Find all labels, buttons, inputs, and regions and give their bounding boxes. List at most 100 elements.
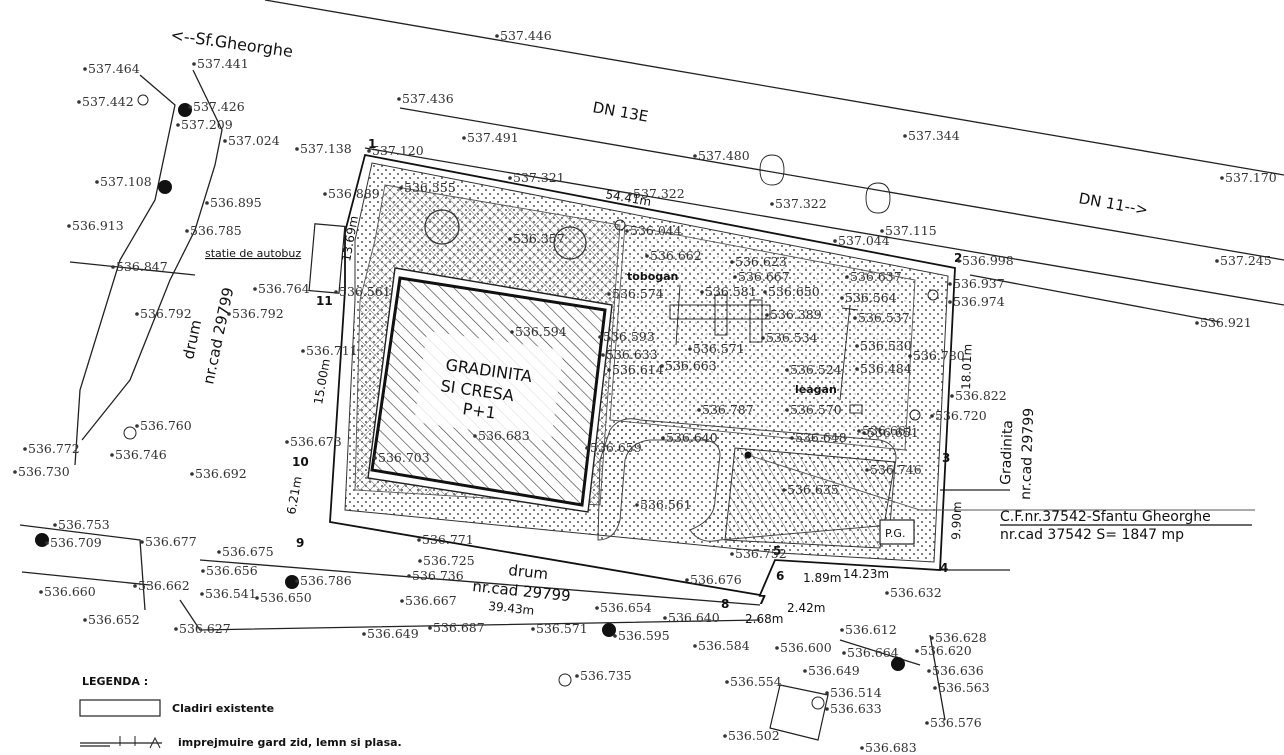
elevation-dot: [140, 540, 144, 544]
elevation-label: 536.524: [790, 362, 842, 377]
elevation-label: 536.771: [422, 532, 474, 547]
elevation-dot: [785, 368, 789, 372]
elevation-dot: [880, 229, 884, 233]
dim-15: 15.00m: [311, 358, 333, 406]
elevation-label: 536.654: [600, 600, 652, 615]
elevation-label: 537.436: [402, 91, 454, 106]
elevation-dot: [362, 632, 366, 636]
vertex-7: 7: [758, 593, 766, 607]
elevation-dot: [407, 574, 411, 578]
elevation-dot: [607, 292, 611, 296]
elevation-label: 536.563: [938, 680, 990, 695]
elevation-label: 536.760: [140, 418, 192, 433]
label-gradinita-right-1: Gradinita: [998, 420, 1016, 485]
elevation-label: 536.662: [650, 248, 702, 263]
dimension-labels: 54.41m 13.69m 15.00m 6.21m 39.43m 18.01m…: [284, 187, 974, 626]
elevation-dot: [53, 523, 57, 527]
elevation-label: 536.554: [730, 674, 782, 689]
elevation-label: 537.321: [513, 170, 565, 185]
elevation-dot: [285, 440, 289, 444]
elevation-label: 537.446: [500, 28, 552, 43]
elevation-label: 536.937: [953, 276, 1005, 291]
elevation-dot: [948, 300, 952, 304]
elevation-dot: [957, 259, 961, 263]
vertex-4: 4: [940, 561, 948, 575]
elevation-label: 536.355: [404, 180, 456, 195]
elevation-dot: [217, 550, 221, 554]
elevation-dot: [473, 434, 477, 438]
elevation-dot: [95, 180, 99, 184]
elevation-label: 536.974: [953, 294, 1005, 309]
elevation-label: 536.594: [515, 324, 567, 339]
bus-stop-shelter: [308, 223, 346, 294]
dim-9: 9.90m: [949, 501, 964, 540]
elevation-label: 537.245: [1220, 253, 1272, 268]
elevation-dot: [190, 472, 194, 476]
elevation-label: 536.635: [787, 482, 839, 497]
elevation-dot: [223, 139, 227, 143]
elevation-label: 537.120: [372, 143, 424, 158]
elevation-dot: [585, 446, 589, 450]
elevation-dot: [840, 628, 844, 632]
elevation-label: 537.464: [88, 61, 140, 76]
elevation-dot: [865, 468, 869, 472]
parking-area: [724, 447, 896, 549]
elevation-dot: [700, 290, 704, 294]
elevation-dot: [693, 154, 697, 158]
elevation-dot: [790, 436, 794, 440]
elevation-dot: [765, 313, 769, 317]
elevation-dot: [255, 596, 259, 600]
playground-equipment: [669, 284, 863, 414]
elevation-label: 537.138: [300, 141, 352, 156]
elevation-dot: [373, 456, 377, 460]
elevation-dot: [295, 579, 299, 583]
elevation-label: 536.667: [405, 593, 457, 608]
elevation-dot: [925, 721, 929, 725]
elevation-dot: [927, 669, 931, 673]
elevation-label: 536.656: [206, 563, 258, 578]
pg-box: [879, 519, 915, 545]
dim-6: 6.21m: [284, 475, 304, 515]
elevation-label: 536.921: [1200, 315, 1252, 330]
elevation-label: 536.746: [870, 462, 922, 477]
elevation-label: 537.441: [197, 56, 249, 71]
elevation-dot: [885, 591, 889, 595]
elevation-dot: [83, 618, 87, 622]
parcel-boundary: [329, 153, 956, 597]
elevation-dot: [840, 296, 844, 300]
label-dn11: DN 11-->: [1077, 189, 1149, 219]
parcel-label: C.F.nr.37542-Sfantu Gheorghe nr.cad 3754…: [1000, 509, 1252, 543]
elevation-dot: [201, 569, 205, 573]
elevation-label: 536.735: [580, 668, 632, 683]
elevation-label: 536.753: [58, 517, 110, 532]
label-gradinita-right-2: nr.cad 29799: [1018, 408, 1037, 500]
label-drum-bottom-1: drum: [508, 561, 549, 583]
elevation-dot: [174, 627, 178, 631]
elevation-dot: [598, 335, 602, 339]
elevation-dot: [855, 344, 859, 348]
elevation-dot: [933, 686, 937, 690]
shrub-symbols: [759, 154, 891, 214]
elevation-label: 536.649: [367, 626, 419, 641]
elevation-label: 537.426: [193, 99, 245, 114]
dim-14: 14.23m: [843, 567, 889, 581]
road-lines: [19, 0, 1284, 721]
elevation-dot: [83, 67, 87, 71]
elevation-label: 536.659: [590, 440, 642, 455]
playground-labels: tobogan leagan P.G.: [627, 270, 905, 540]
elevation-label: 536.541: [205, 586, 257, 601]
elevation-label: 536.627: [179, 621, 231, 636]
vertex-labels: 1 11 10 9 8 7 6 5 4 3 2: [292, 137, 962, 611]
building-name-3: P+1: [461, 399, 497, 422]
elevation-label: 536.640: [666, 430, 718, 445]
elevation-dot: [782, 488, 786, 492]
elevation-dot: [613, 634, 617, 638]
elevation-label: 536.650: [260, 590, 312, 605]
elevation-label: 536.673: [290, 434, 342, 449]
well-symbols: [123, 94, 939, 710]
elevation-label: 536.676: [690, 572, 742, 587]
elevation-label: 536.683: [478, 428, 530, 443]
legend-item-2: imprejmuire gard zid, lemn si plasa.: [178, 736, 402, 749]
elevation-dot: [253, 287, 257, 291]
